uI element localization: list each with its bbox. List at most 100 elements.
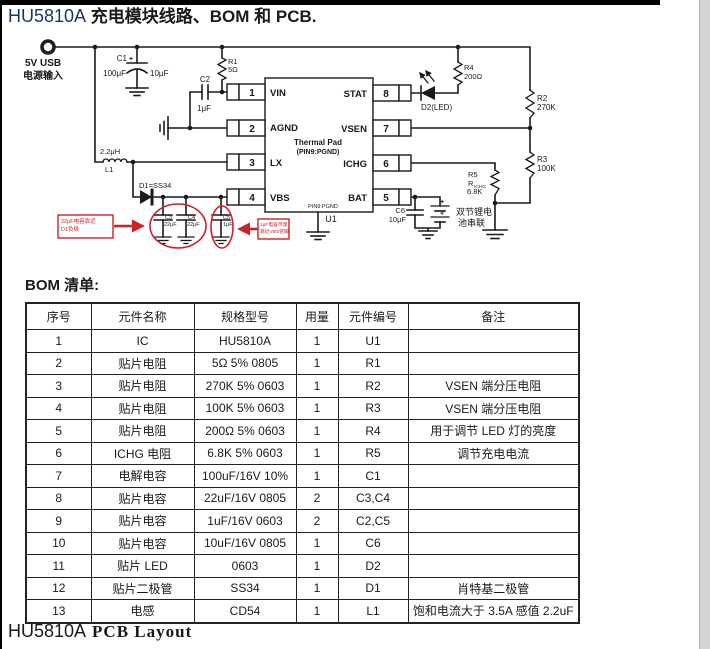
r2-value: 270K [537,103,556,112]
annotation-ellipse-c5 [210,205,234,249]
table-cell: 1 [295,374,339,398]
table-cell: 1 [295,441,339,465]
input-label-line2: 电源输入 [23,69,63,82]
table-cell: D1 [337,576,409,600]
d1-label: D1=SS34 [139,181,171,190]
table-cell: C6 [337,531,409,555]
table-cell: R1 [337,351,409,375]
column-header-name: 元件名称 [90,302,195,330]
table-cell: 100K 5% 0603 [193,396,297,420]
r1-resistor: R1 5Ω [216,57,238,81]
table-cell: 2 [25,351,92,375]
page-edge-strip [699,0,710,649]
table-cell: 5Ω 5% 0805 [193,351,297,375]
table-cell [407,464,580,488]
l1-value: 2.2μH [100,147,120,156]
annotation-right-line1: 1μF电容尽量 [260,221,288,228]
table-cell: 1 [25,329,92,353]
ground-icon [418,230,438,240]
table-cell: R3 [337,396,409,420]
pin-name: AGND [270,123,298,134]
table-cell: 肖特基二极管 [407,576,580,600]
table-cell: 1 [295,554,339,578]
c6-value: 10μF [389,215,407,224]
battery-plus: + [440,211,444,218]
pgnd-ground-icon [306,231,330,241]
table-cell: 贴片二极管 [90,576,195,600]
c4-capacitor: C4 22μF [176,214,200,245]
thermal-pad-sublabel: (PIN9:PGND) [297,149,340,156]
table-cell: 8 [25,486,92,510]
column-header-refdes: 元件编号 [337,302,409,330]
circuit-schematic: 5V USB 电源输入 C1 + 100μF 10μF R1 5Ω C2 1μF [23,39,556,249]
pin-number: 8 [383,89,389,100]
table-cell: 贴片电容 [90,486,195,510]
r1-value: 5Ω [228,65,238,74]
table-cell: 7 [25,464,92,488]
ground-icon [482,229,508,240]
c2-ref: C2 [200,75,211,84]
table-cell: 贴片 LED [90,554,195,578]
table-cell: 1uF/16V 0603 [193,509,297,533]
footer-model-number: HU5810A [8,621,87,641]
table-cell: 6 [25,441,92,465]
r4-value: 200Ω [464,72,483,81]
wires [53,46,531,238]
table-cell: 10 [25,531,92,555]
table-cell: 2 [295,509,339,533]
table-cell: 贴片电阻 [90,396,195,420]
table-cell: 11 [25,554,92,578]
pin-name: VBS [270,193,290,204]
table-cell: 2 [295,486,339,510]
table-header-row: 序号 元件名称 规格型号 用量 元件编号 备注 [25,302,580,330]
d2-led: D2(LED) [419,69,452,112]
c2-capacitor: C2 1μF [197,75,211,113]
table-cell: 1 [295,464,339,488]
title-text: 充电模块线路、BOM 和 PCB. [90,7,317,26]
battery-plus: + [440,199,444,206]
pin-name: BAT [348,193,367,204]
annotation-right-line2: 靠近VBS管脚 [260,228,289,235]
annotation-ellipse-c3c4 [149,203,207,249]
c4-ref: C4 [188,215,195,221]
table-cell: 调节充电电流 [407,441,580,465]
table-cell: 1 [295,419,339,443]
table-cell: VSEN 端分压电阻 [407,374,580,398]
battery: + + 双节锂电 池串联 [418,199,492,240]
annotation-left-line2: D1负极 [61,225,80,233]
table-cell: 贴片电阻 [90,419,195,443]
table-cell: 270K 5% 0603 [193,374,297,398]
pin-number: 6 [383,159,389,170]
table-cell: 5 [25,419,92,443]
c1-ref: C1 [117,54,128,63]
battery-label-line1: 双节锂电 [456,206,492,217]
junction-dots [92,44,533,206]
annotation-right: 1μF电容尽量 靠近VBS管脚 [237,218,290,240]
table-cell: 电感 [90,599,195,623]
pin-name: VSEN [341,124,367,135]
table-cell: C3,C4 [337,486,409,510]
c3-ref: C3 [165,215,172,221]
pin-number: 7 [383,124,389,135]
d2-label: D2(LED) [421,103,452,112]
c1-capacitor: C1 + 100μF 10μF [103,54,169,97]
r4-ref: R4 [464,63,474,72]
table-cell: 1 [295,531,339,555]
table-cell: 饱和电流大于 3.5A 感值 2.2uF [407,599,580,623]
table-cell [407,554,580,578]
annotation-left: 22μF电容靠近 D1负极 [57,214,145,239]
table-cell: VSEN 端分压电阻 [407,396,580,420]
table-cell [407,509,580,533]
left-border-line [0,0,2,649]
pin-name: ICHG [343,159,367,170]
c5-value: 1μF [223,222,233,228]
r4-resistor: R4 200Ω [452,61,483,86]
